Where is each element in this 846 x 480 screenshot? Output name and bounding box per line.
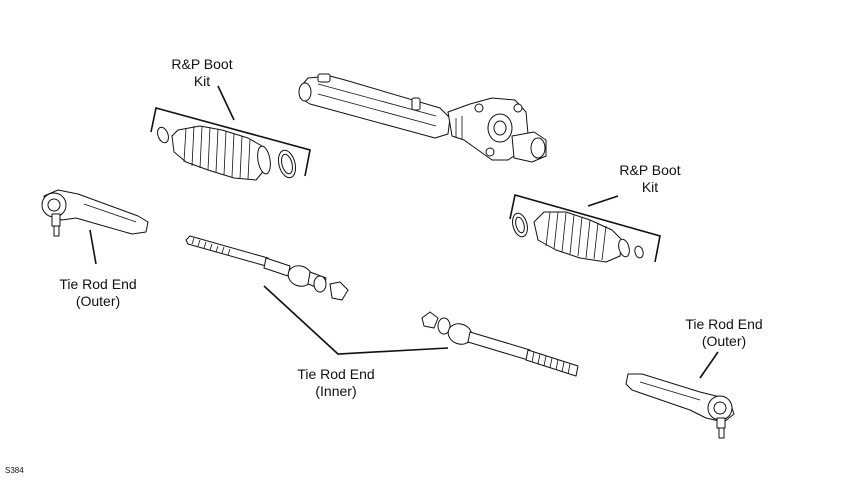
label-tie-rod-inner-line1: Tie Rod End — [297, 366, 375, 382]
reference-code: S384 — [5, 466, 24, 475]
label-tie-rod-inner-line2: (Inner) — [315, 383, 357, 399]
leader-lines — [89, 85, 719, 379]
label-tie-rod-outer-right: Tie Rod End (Outer) — [674, 316, 774, 350]
boot-kit-right-group — [509, 193, 661, 263]
label-boot-kit-right-line2: Kit — [641, 179, 659, 195]
tie-rod-inner-left-part — [185, 235, 349, 301]
label-boot-kit-left-line1: R&P Boot — [171, 56, 233, 72]
rack-housing — [298, 73, 547, 163]
label-boot-kit-right: R&P Boot Kit — [610, 162, 690, 196]
tie-rod-outer-right-part — [625, 373, 735, 439]
label-tie-rod-outer-left-line1: Tie Rod End — [59, 276, 137, 292]
label-tie-rod-outer-left-line2: (Outer) — [75, 293, 121, 309]
label-tie-rod-outer-left: Tie Rod End (Outer) — [48, 276, 148, 310]
boot-kit-left-group — [150, 107, 311, 181]
label-tie-rod-inner: Tie Rod End (Inner) — [286, 366, 386, 400]
tie-rod-inner-right-part — [421, 311, 579, 377]
label-tie-rod-outer-right-line2: (Outer) — [701, 333, 747, 349]
label-boot-kit-right-line1: R&P Boot — [619, 162, 681, 178]
tie-rod-outer-left-part — [41, 189, 149, 237]
label-tie-rod-outer-right-line1: Tie Rod End — [685, 316, 763, 332]
label-boot-kit-left: R&P Boot Kit — [162, 56, 242, 90]
label-boot-kit-left-line2: Kit — [193, 73, 211, 89]
